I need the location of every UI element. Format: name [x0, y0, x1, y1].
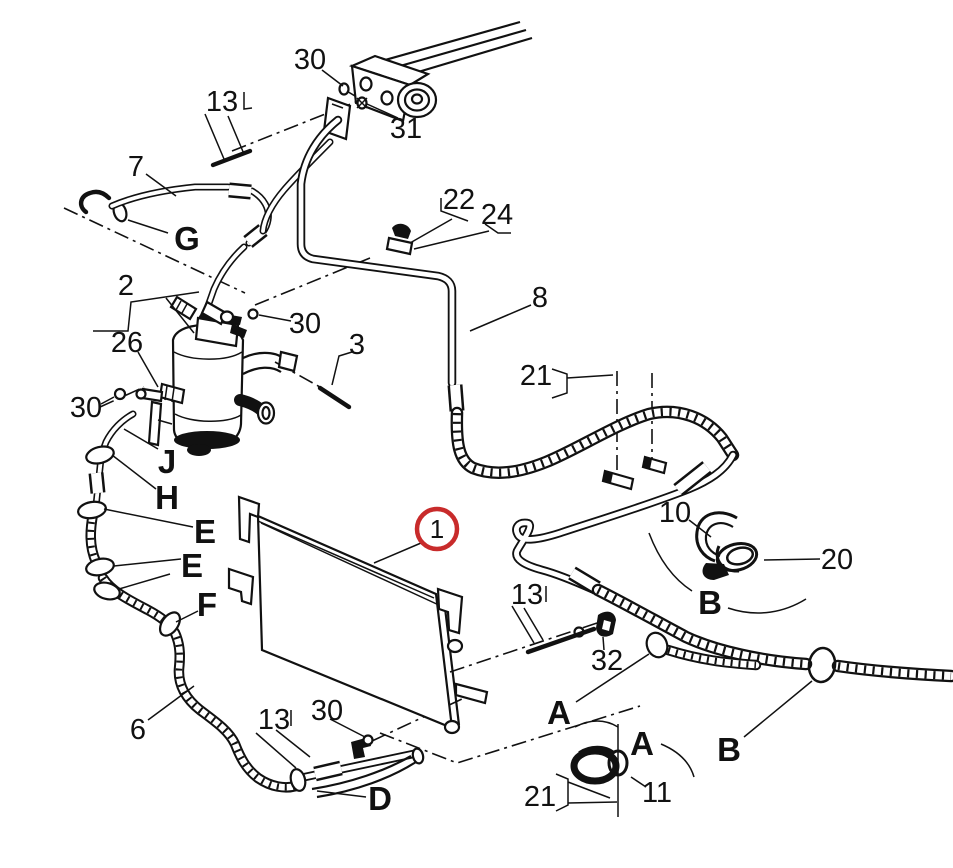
hose-loop-ring-B [807, 646, 837, 684]
callout-22: 22 [443, 184, 475, 216]
callout-F: F [197, 586, 217, 623]
condenser-bracket-ml [227, 567, 255, 606]
callout-J: J [158, 443, 176, 480]
clip-10-insulator-20 [695, 511, 759, 580]
callout-10: 10 [659, 497, 691, 529]
accumulator-drier [113, 295, 299, 456]
callout-B-upper: B [698, 584, 722, 621]
sealing-washer-30 [338, 82, 350, 96]
leader-lines [93, 69, 821, 812]
highlight-circle [414, 506, 460, 552]
grommet-E1 [77, 500, 107, 520]
callout-21-bottom: 21 [524, 781, 556, 813]
callout-21-top: 21 [520, 360, 552, 392]
grommet-E2 [85, 557, 115, 577]
callout-8: 8 [532, 282, 548, 314]
bottom-fitting-D [289, 734, 425, 799]
callout-B-lower: B [717, 731, 741, 768]
callout-13-top: 13 [206, 86, 238, 118]
callout-2: 2 [118, 270, 134, 302]
callout-H: H [155, 479, 179, 516]
grommet-H [85, 445, 115, 465]
callout-32: 32 [591, 645, 623, 677]
callout-11: 11 [642, 777, 672, 809]
callout-30-left: 30 [70, 392, 102, 424]
callout-13-bottom: 13 [258, 704, 290, 736]
highlighted-callout-1: 1 [414, 506, 460, 552]
clamp-bracket-22 [385, 223, 414, 256]
callout-E1: E [194, 513, 216, 550]
o-ring-30-bottom [362, 734, 374, 746]
callout-G: G [174, 220, 200, 257]
hose-end-ring [645, 631, 669, 659]
o-ring-30-left [113, 387, 127, 401]
suction-hose-lower [591, 583, 953, 684]
grommet-F [158, 611, 182, 637]
grommet-11 [570, 745, 629, 785]
suction-hose-upper [450, 405, 740, 479]
callout-7: 7 [128, 151, 144, 183]
callout-6: 6 [130, 714, 146, 746]
reference-arcs [574, 532, 807, 778]
callout-labels: 30 13 31 7 G 22 24 8 2 26 30 30 3 J H E … [70, 44, 853, 817]
callout-26: 26 [111, 327, 143, 359]
liquid-line-tube [512, 450, 738, 595]
callout-A-left: A [547, 694, 571, 731]
callout-30-acc: 30 [289, 308, 321, 340]
grommet-E3 [93, 581, 121, 601]
callout-30-top: 30 [294, 44, 326, 76]
callout-E2: E [181, 547, 203, 584]
pipe-8 [259, 115, 465, 412]
callout-D: D [368, 780, 392, 817]
callout-24: 24 [481, 199, 513, 231]
left-hose-assembly [77, 410, 302, 793]
condenser-bracket-r [436, 587, 464, 635]
o-ring-30-target [247, 308, 259, 320]
callout-3: 3 [349, 329, 365, 361]
callout-A-right: A [630, 725, 654, 762]
compressor-fitting-block [322, 20, 533, 141]
callout-13-mid: 13 [511, 579, 543, 611]
callout-31: 31 [390, 113, 422, 145]
callout-1: 1 [430, 514, 444, 544]
condenser-bracket-tl [237, 495, 261, 544]
callout-20: 20 [821, 544, 853, 576]
callout-30-bottom: 30 [311, 695, 343, 727]
condenser-panel [227, 495, 489, 735]
